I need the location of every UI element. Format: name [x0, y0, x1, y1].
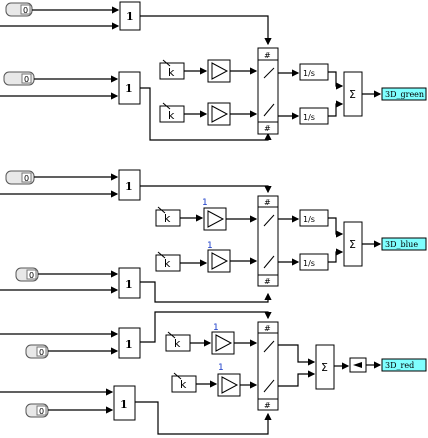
toggle-value: 0 — [23, 6, 28, 15]
gain-k-label: k — [164, 257, 171, 270]
channel-blue: 0 1 0 1 1 k 1 k — [0, 169, 427, 303]
gain-k-label: k — [164, 212, 171, 225]
switch-block[interactable] — [257, 195, 279, 287]
logic-block-blue-2[interactable] — [118, 267, 141, 299]
integrator-label: 1/s — [303, 259, 315, 268]
amp-gain-annotation: 1 — [207, 241, 213, 251]
toggle-input-green-2[interactable]: 0 — [3, 71, 35, 86]
toggle-value: 0 — [39, 348, 44, 357]
svg-text:#: # — [264, 401, 271, 410]
toggle-input-blue-1[interactable]: 0 — [5, 170, 35, 185]
toggle-input-red-1[interactable]: 0 — [25, 344, 49, 359]
integrator-label: 1/s — [303, 215, 315, 224]
toggle-input-red-2[interactable]: 0 — [25, 403, 49, 418]
svg-text:#: # — [264, 51, 271, 60]
toggle-input-green-1[interactable]: 0 — [5, 2, 33, 17]
logic-block-red-2[interactable] — [113, 385, 136, 421]
gain-k-label: k — [174, 337, 181, 350]
svg-text:#: # — [264, 324, 271, 333]
integrator-label: 1/s — [303, 69, 315, 78]
output-port-red[interactable] — [381, 358, 427, 372]
amp-gain-annotation: 1 — [213, 323, 219, 333]
svg-text:#: # — [264, 124, 271, 133]
output-port-green[interactable] — [381, 87, 427, 101]
logic-block-red-1[interactable] — [118, 327, 141, 359]
channel-green: 0 1 0 1 k k — [0, 1, 427, 141]
output-port-blue[interactable] — [381, 237, 427, 251]
sum-label: Σ — [349, 88, 356, 101]
sum-label: Σ — [349, 238, 356, 251]
toggle-value: 0 — [24, 75, 29, 84]
integrator-label: 1/s — [303, 113, 315, 122]
amp-gain-annotation: 1 — [202, 198, 208, 208]
output-label: 3D_blue — [385, 240, 418, 249]
sum-label: Σ — [321, 361, 328, 374]
sum-block[interactable] — [315, 344, 335, 390]
output-label: 3D_red — [385, 361, 414, 370]
logic-block-blue-1[interactable] — [118, 169, 141, 201]
output-label: 3D_green — [385, 90, 424, 99]
svg-text:#: # — [264, 198, 271, 207]
svg-text:#: # — [264, 277, 271, 286]
gain-k-label: k — [168, 66, 175, 79]
switch-block[interactable] — [257, 321, 279, 411]
logic-label: 1 — [126, 10, 134, 23]
gain-k-label: k — [180, 378, 187, 391]
logic-label: 1 — [125, 338, 133, 351]
toggle-input-blue-2[interactable]: 0 — [15, 267, 39, 282]
logic-label: 1 — [125, 278, 133, 291]
gain-k-label: k — [168, 109, 175, 122]
amp-gain-annotation: 1 — [218, 363, 224, 373]
switch-block[interactable] — [257, 47, 279, 135]
logic-label: 1 — [125, 82, 133, 95]
channel-red: 0 1 0 1 1 k 1 k — [0, 311, 427, 435]
logic-label: 1 — [125, 180, 133, 193]
toggle-value: 0 — [24, 174, 29, 183]
toggle-value: 0 — [29, 271, 34, 280]
logic-label: 1 — [120, 398, 128, 411]
toggle-value: 0 — [39, 407, 44, 416]
